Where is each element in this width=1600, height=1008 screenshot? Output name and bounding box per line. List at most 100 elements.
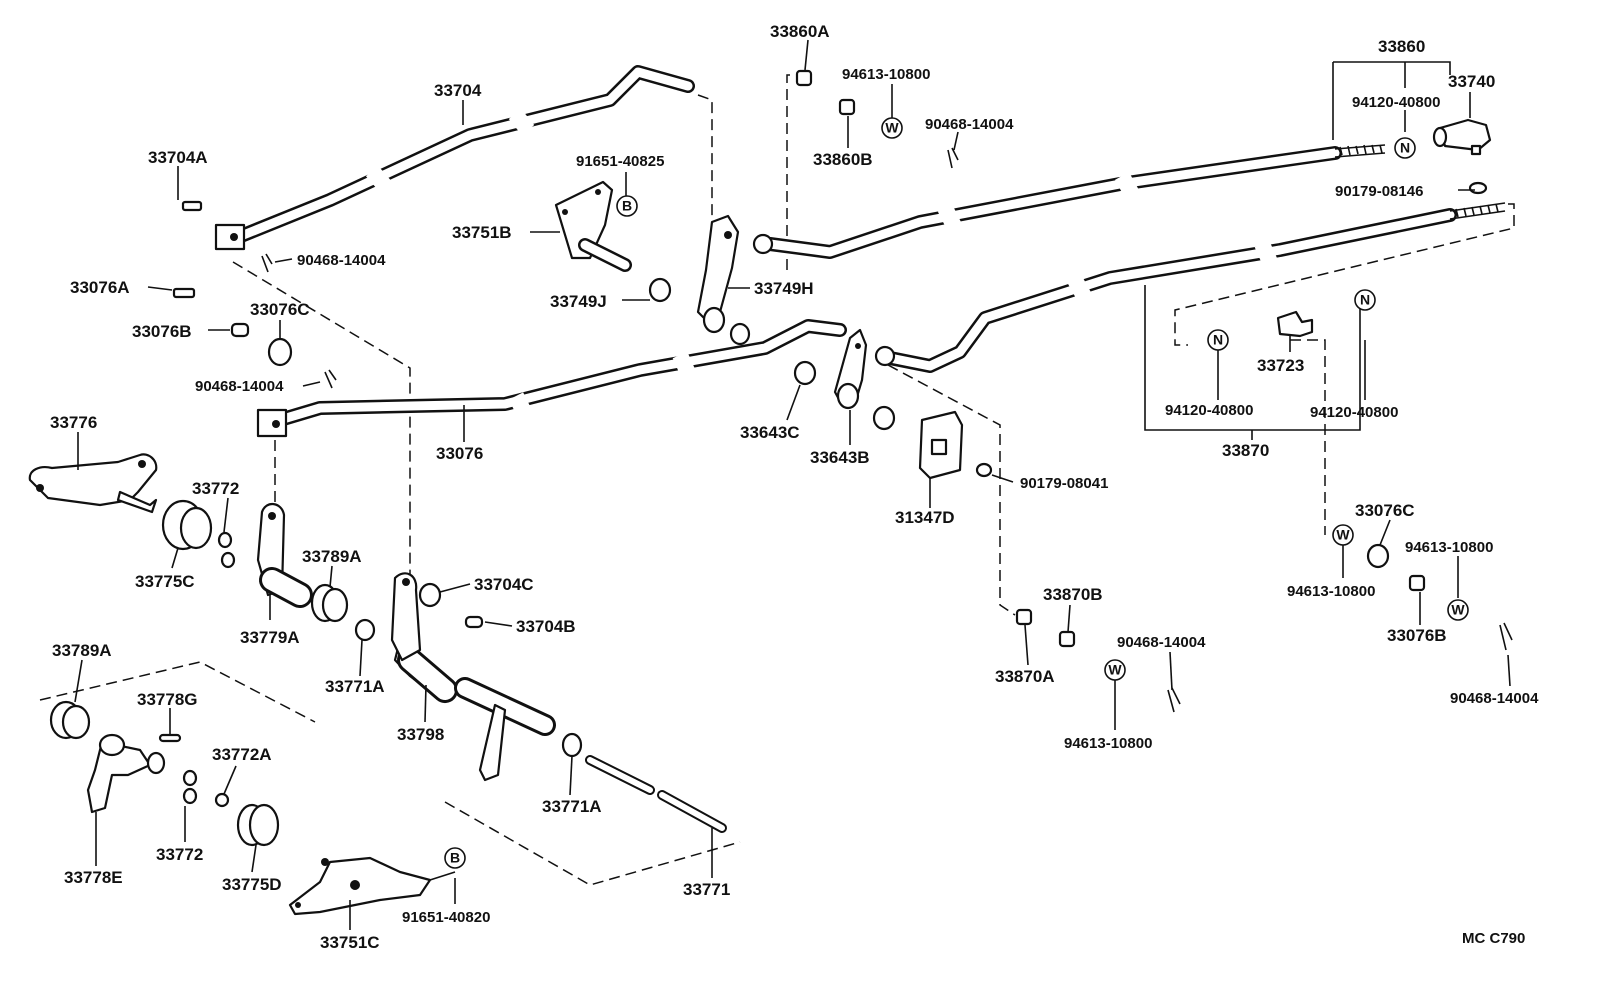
leader-lines <box>74 39 1511 930</box>
label-33860B: 33860B <box>813 150 873 169</box>
label-33771: 33771 <box>683 880 730 899</box>
label-90468-14004-d: 90468-14004 <box>1450 690 1539 707</box>
label-33772A: 33772A <box>212 745 272 764</box>
label-33751B: 33751B <box>452 223 512 242</box>
plate-31347D <box>918 410 964 480</box>
svg-text:N: N <box>1400 140 1410 156</box>
lever-33749H <box>696 214 740 334</box>
label-90468-14004-e: 90468-14004 <box>1117 634 1206 651</box>
symbol-w-4: W <box>1104 659 1126 681</box>
symbol-n-2: N <box>1207 329 1229 351</box>
shaft-33771 <box>454 677 727 833</box>
label-90179-08146: 90179-08146 <box>1335 183 1423 200</box>
rod-33870 <box>874 202 1506 373</box>
label-94613-10800-b: 94613-10800 <box>1287 583 1375 600</box>
label-33643B: 33643B <box>810 448 870 467</box>
label-33772: 33772 <box>192 479 239 498</box>
symbol-b-lower: B <box>444 847 466 869</box>
label-94613-10800-a: 94613-10800 <box>842 66 930 83</box>
svg-text:W: W <box>1336 527 1350 543</box>
bracket-33751C <box>288 856 432 916</box>
label-33704C: 33704C <box>474 575 534 594</box>
fitting-33723 <box>1276 310 1314 338</box>
label-33860A: 33860A <box>770 22 830 41</box>
fitting-33740 <box>1432 118 1492 156</box>
symbol-n-1: N <box>1394 137 1416 159</box>
label-33076A: 33076A <box>70 278 130 297</box>
lever-33779A <box>256 503 313 608</box>
label-33751C: 33751C <box>320 933 380 952</box>
label-33704B: 33704B <box>516 617 576 636</box>
label-94613-10800-c: 94613-10800 <box>1405 539 1493 556</box>
label-33798: 33798 <box>397 725 444 744</box>
label-94120-40800-b: 94120-40800 <box>1165 402 1253 419</box>
label-31347D: 31347D <box>895 508 955 527</box>
svg-text:N: N <box>1360 292 1370 308</box>
symbol-n-3: N <box>1354 289 1376 311</box>
label-90179-08041: 90179-08041 <box>1020 475 1108 492</box>
symbol-b-upper: B <box>616 195 638 217</box>
svg-text:W: W <box>885 120 899 136</box>
label-33776: 33776 <box>50 413 97 432</box>
symbol-w-1: W <box>881 117 903 139</box>
label-33860: 33860 <box>1378 37 1425 56</box>
label-33789A: 33789A <box>302 547 362 566</box>
label-33704A: 33704A <box>148 148 208 167</box>
rod-33860 <box>752 144 1386 259</box>
label-33870: 33870 <box>1222 441 1269 460</box>
label-33772-b: 33772 <box>156 845 203 864</box>
label-94613-10800-d: 94613-10800 <box>1064 735 1152 752</box>
label-33076: 33076 <box>436 444 483 463</box>
label-91651-40820: 91651-40820 <box>402 909 490 926</box>
label-33771A-a: 33771A <box>325 677 385 696</box>
label-33740: 33740 <box>1448 72 1495 91</box>
label-90468-14004-b: 90468-14004 <box>195 378 284 395</box>
symbol-w-2: W <box>1332 524 1354 546</box>
label-94120-40800-a: 94120-40800 <box>1352 94 1440 111</box>
label-33076B-b: 33076B <box>1387 626 1447 645</box>
label-90468-14004-a: 90468-14004 <box>297 252 386 269</box>
small-parts <box>158 69 1488 808</box>
bracket-33778E <box>86 733 166 814</box>
shaft-33798 <box>390 572 458 704</box>
label-33076C: 33076C <box>250 300 310 319</box>
label-33779A: 33779A <box>240 628 300 647</box>
symbol-w-3: W <box>1447 599 1469 621</box>
roller-33789A <box>310 583 349 623</box>
lever-33643B <box>833 328 868 410</box>
label-33704: 33704 <box>434 81 482 100</box>
roller-33789A-lower <box>49 700 91 740</box>
split-pins <box>261 147 1513 713</box>
label-33643C: 33643C <box>740 423 800 442</box>
label-33778E: 33778E <box>64 868 123 887</box>
label-33749H: 33749H <box>754 279 814 298</box>
roller-33775C <box>161 499 213 551</box>
label-33723: 33723 <box>1257 356 1304 375</box>
label-94120-40800-c: 94120-40800 <box>1310 404 1398 421</box>
rod-33076 <box>256 319 847 438</box>
label-33775C: 33775C <box>135 572 195 591</box>
rod-33704 <box>214 65 695 251</box>
label-33778G: 33778G <box>137 690 198 709</box>
label-91651-40825: 91651-40825 <box>576 153 664 170</box>
svg-text:B: B <box>622 198 632 214</box>
label-33771A-b: 33771A <box>542 797 602 816</box>
label-33076B: 33076B <box>132 322 192 341</box>
roller-33775D <box>236 803 280 847</box>
svg-text:B: B <box>450 850 460 866</box>
label-33076C-b: 33076C <box>1355 501 1415 520</box>
label-33775D: 33775D <box>222 875 282 894</box>
label-90468-14004-c: 90468-14004 <box>925 116 1014 133</box>
part-labels: 33704 33704A 90468-14004 33076A 33076B 3… <box>50 22 1539 952</box>
bracket-33751B <box>554 180 632 272</box>
label-33870B: 33870B <box>1043 585 1103 604</box>
svg-text:W: W <box>1108 662 1122 678</box>
assembly-dashed-lines <box>39 74 1515 886</box>
label-33749J: 33749J <box>550 292 607 311</box>
svg-text:W: W <box>1451 602 1465 618</box>
label-33870A: 33870A <box>995 667 1055 686</box>
arm-33776 <box>28 453 158 514</box>
svg-text:N: N <box>1213 332 1223 348</box>
diagram-code: MC C790 <box>1462 930 1525 947</box>
